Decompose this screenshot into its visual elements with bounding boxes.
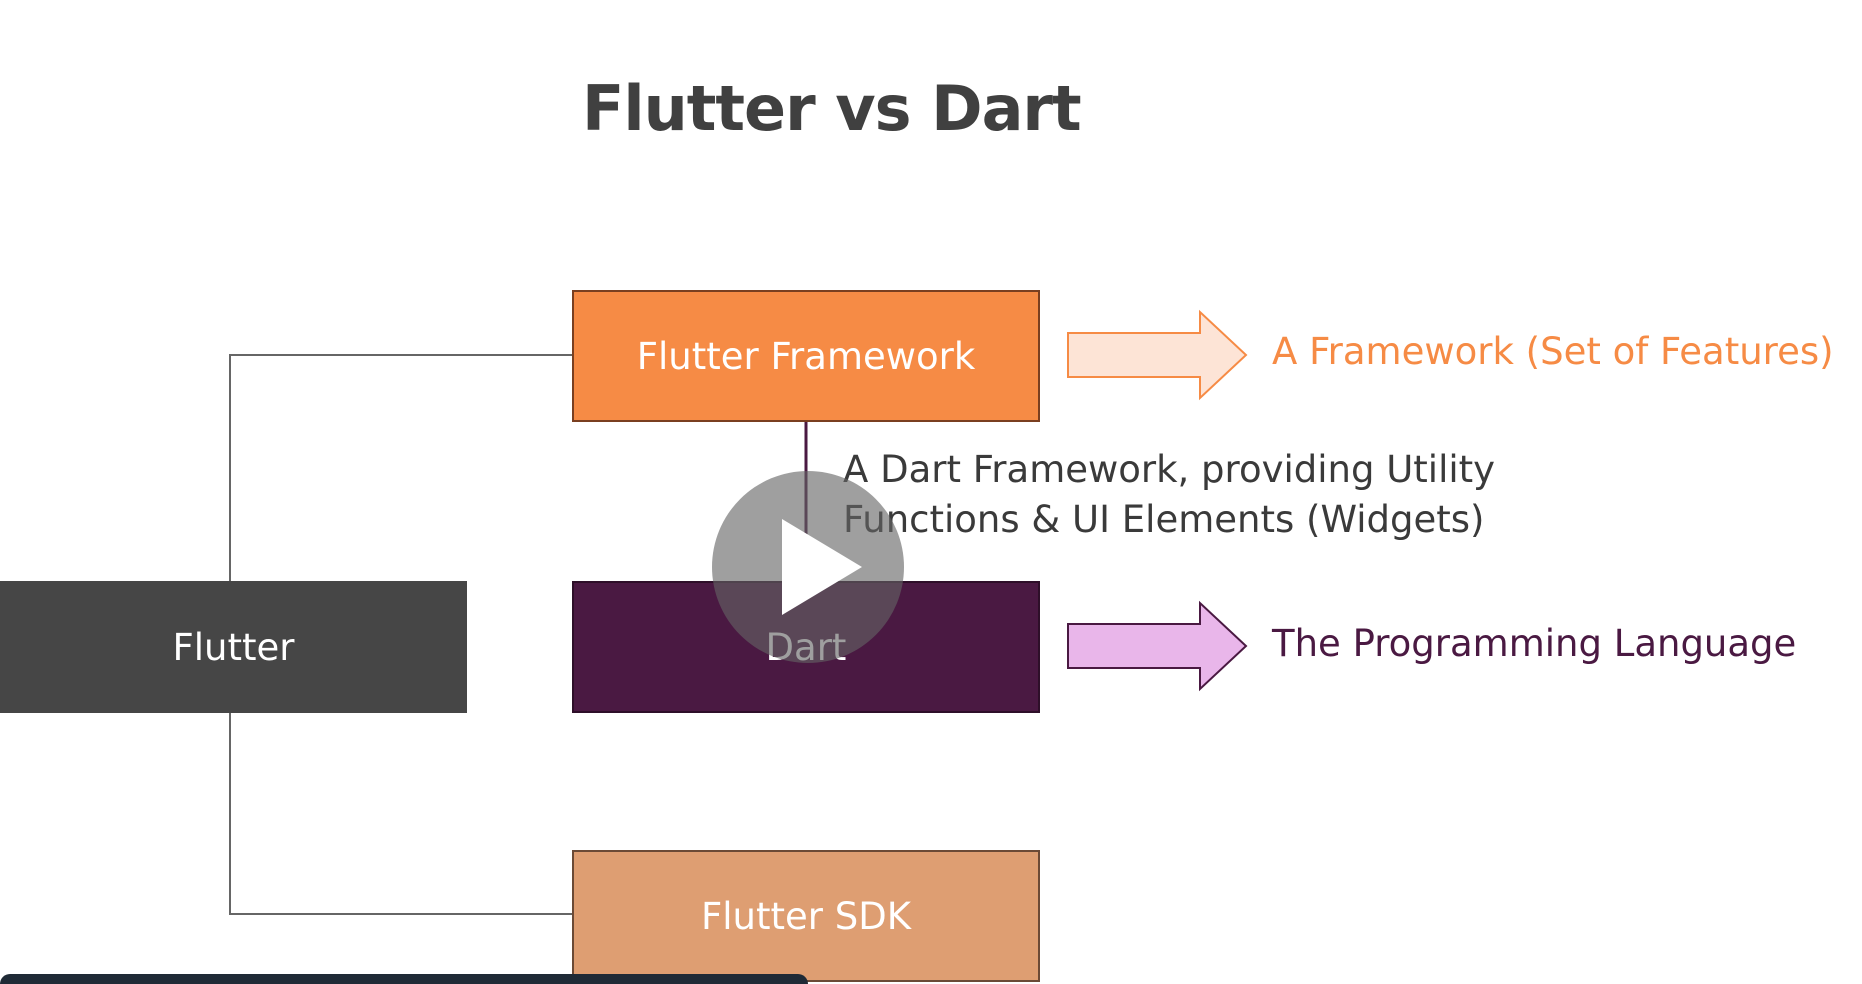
- slide-title: Flutter vs Dart: [582, 72, 1082, 145]
- connector-flutter-sdk: [229, 713, 572, 915]
- node-flutter: Flutter: [0, 581, 467, 713]
- arrow-framework-icon: [1067, 309, 1248, 401]
- play-button[interactable]: [712, 471, 904, 663]
- arrow-dart-icon: [1067, 600, 1248, 692]
- connector-flutter-framework: [229, 354, 572, 581]
- node-flutter-framework: Flutter Framework: [572, 290, 1040, 422]
- description-dart: The Programming Language: [1272, 622, 1797, 665]
- node-flutter-sdk: Flutter SDK: [572, 850, 1040, 982]
- description-framework: A Framework (Set of Features): [1272, 330, 1834, 373]
- video-progress-bar[interactable]: [0, 974, 808, 984]
- play-icon: [782, 519, 862, 615]
- description-utility: A Dart Framework, providing Utility Func…: [843, 445, 1495, 545]
- description-utility-line2: Functions & UI Elements (Widgets): [843, 498, 1485, 541]
- description-utility-line1: A Dart Framework, providing Utility: [843, 448, 1496, 491]
